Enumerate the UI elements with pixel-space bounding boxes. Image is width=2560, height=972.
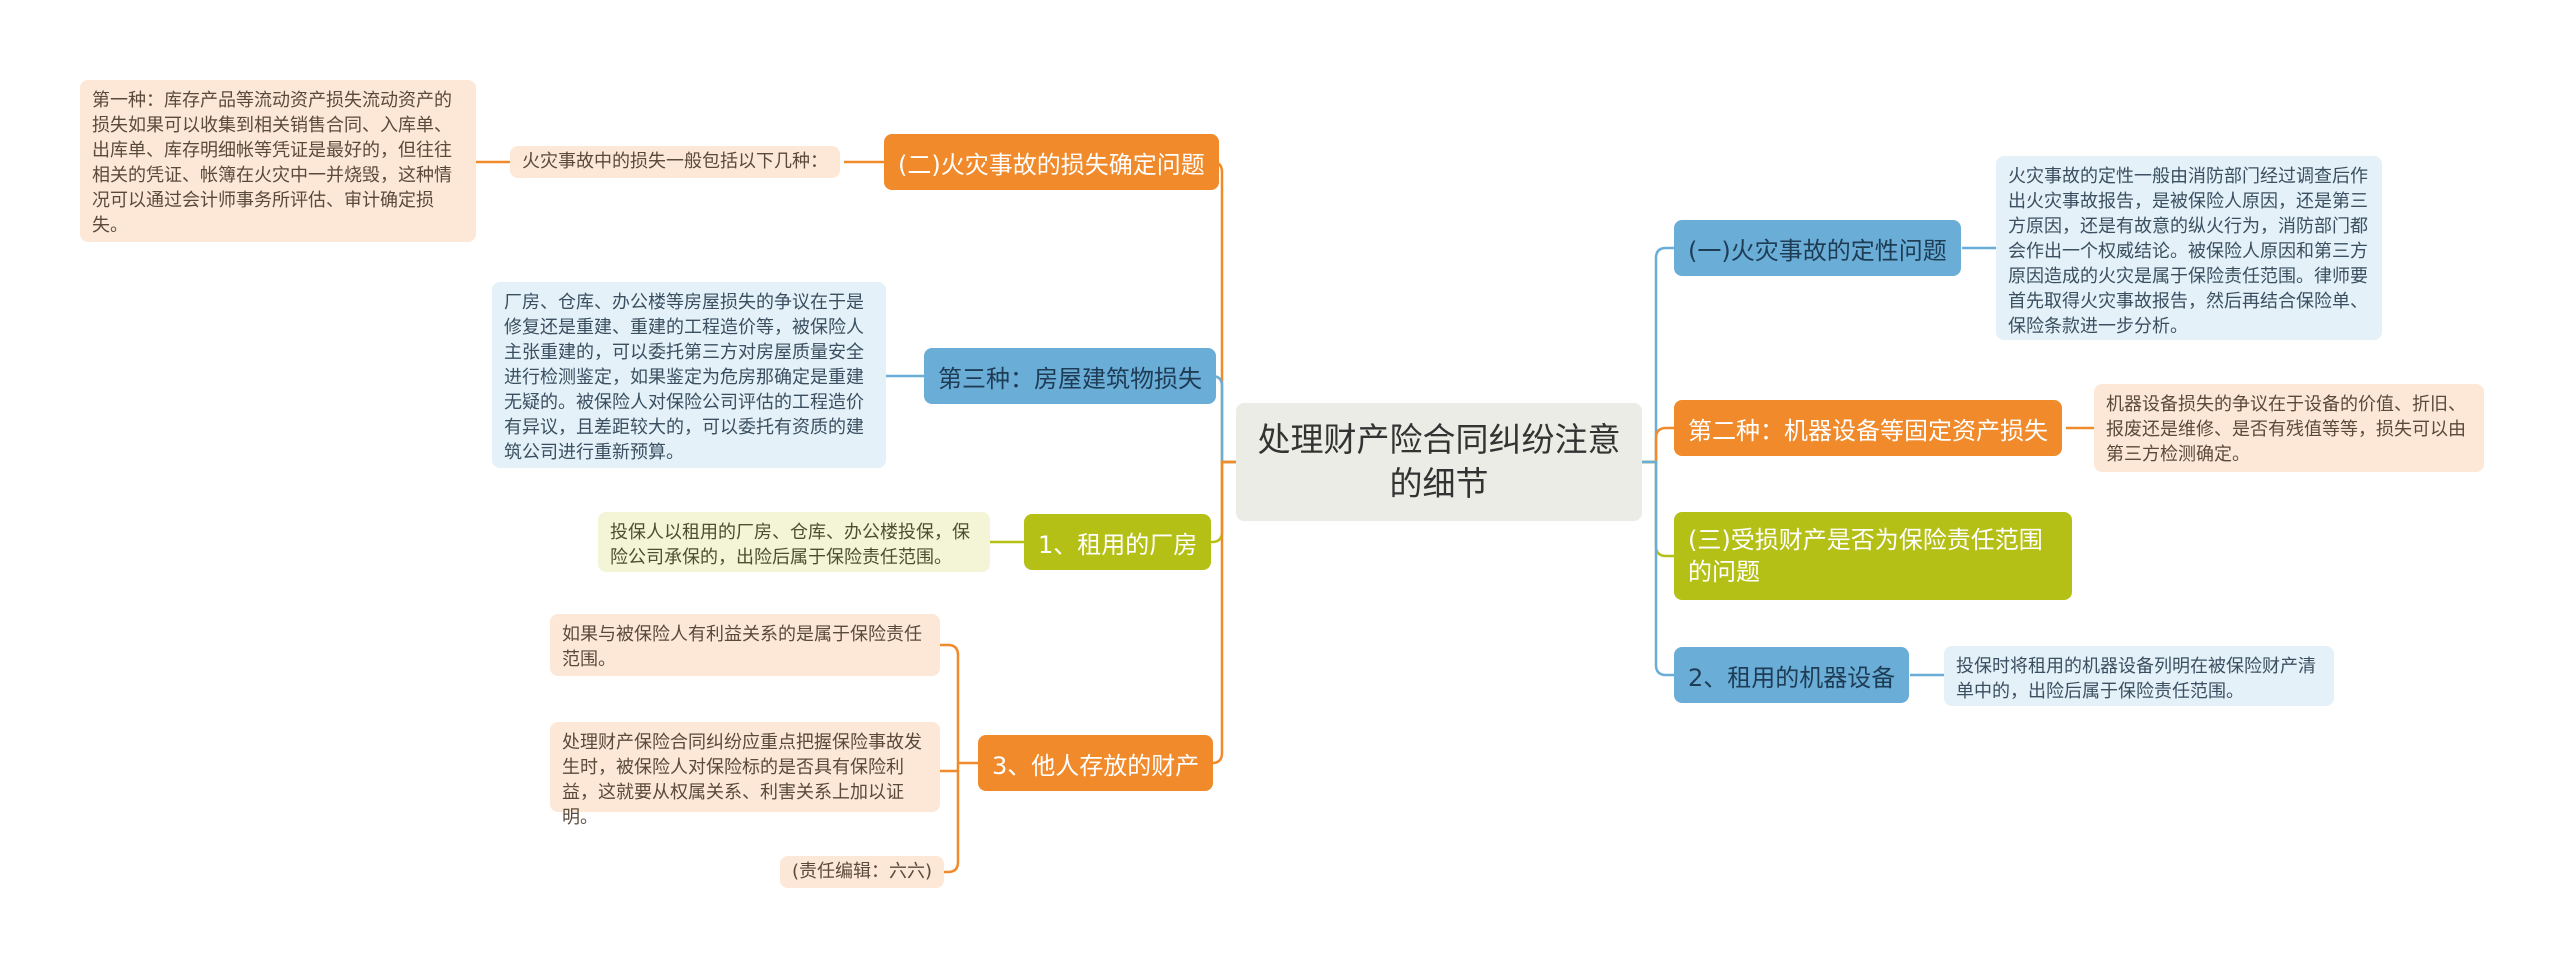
leaf-insurable-interest[interactable]: 处理财产保险合同纠纷应重点把握保险事故发生时，被保险人对保险标的是否具有保险利益…	[550, 722, 940, 828]
branch-machinery-loss[interactable]: 第二种：机器设备等固定资产损失	[1674, 400, 2062, 456]
leaf-building-loss-detail[interactable]: 厂房、仓库、办公楼等房屋损失的争议在于是修复还是重建、重建的工程造价等，被保险人…	[492, 282, 886, 468]
connector-left-b4	[1206, 460, 1236, 765]
connector-right-b2	[1642, 426, 1674, 464]
branch-building-loss[interactable]: 第三种：房屋建筑物损失	[924, 348, 1216, 404]
branch-rented-factory[interactable]: 1、租用的厂房	[1024, 514, 1212, 570]
leaf-current-assets-loss[interactable]: 第一种：库存产品等流动资产损失流动资产的损失如果可以收集到相关销售合同、入库单、…	[80, 80, 476, 242]
connector-right-b1	[1642, 246, 1674, 464]
leaf-fire-loss-types[interactable]: 火灾事故中的损失一般包括以下几种：	[510, 146, 840, 178]
branch-rented-machinery[interactable]: 2、租用的机器设备	[1674, 647, 1910, 703]
leaf-rented-factory-detail[interactable]: 投保人以租用的厂房、仓库、办公楼投保，保险公司承保的，出险后属于保险责任范围。	[598, 512, 990, 572]
branch-fire-loss-determination[interactable]: (二)火灾事故的损失确定问题	[884, 134, 1219, 190]
leaf-interest-relation[interactable]: 如果与被保险人有利益关系的是属于保险责任范围。	[550, 614, 940, 676]
branch-fire-nature[interactable]: (一)火灾事故的定性问题	[1674, 220, 1961, 276]
connector-right-b3	[1642, 460, 1674, 558]
connector-b4-leaves	[940, 643, 978, 874]
central-topic[interactable]: 处理财产险合同纠纷注意的细节	[1236, 403, 1642, 521]
leaf-machinery-loss-detail[interactable]: 机器设备损失的争议在于设备的价值、折旧、报废还是维修、是否有残值等等，损失可以由…	[2094, 384, 2484, 472]
branch-others-property[interactable]: 3、他人存放的财产	[978, 735, 1214, 791]
connector-right-b4	[1642, 460, 1674, 677]
leaf-fire-nature-detail[interactable]: 火灾事故的定性一般由消防部门经过调查后作出火灾事故报告，是被保险人原因，还是第三…	[1996, 156, 2382, 340]
branch-coverage-scope[interactable]: (三)受损财产是否为保险责任范围的问题	[1674, 512, 2072, 600]
leaf-editor-note[interactable]: (责任编辑：六六)	[780, 856, 945, 888]
leaf-rented-machinery-detail[interactable]: 投保时将租用的机器设备列明在被保险财产清单中的，出险后属于保险责任范围。	[1944, 646, 2334, 706]
